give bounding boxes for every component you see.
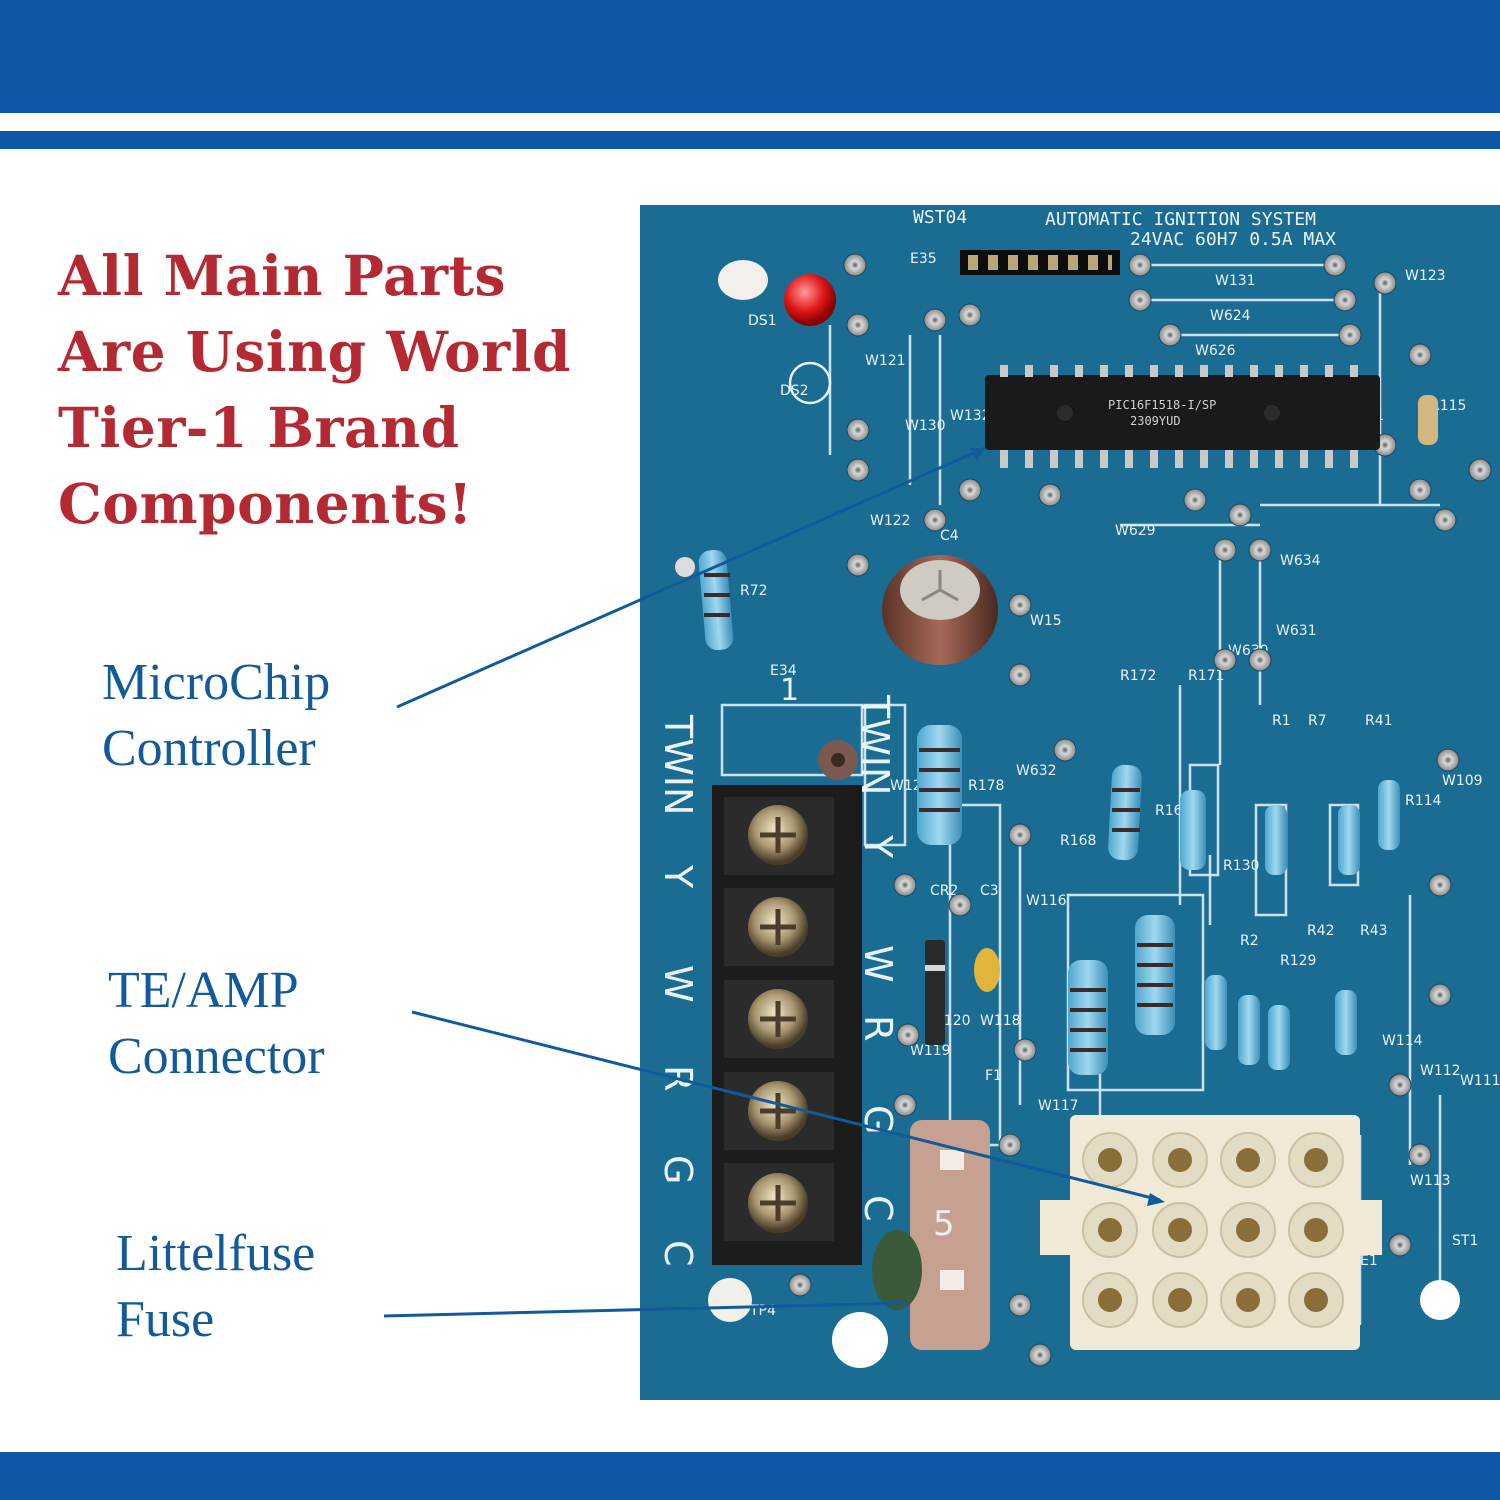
svg-text:W15: W15 bbox=[1030, 613, 1062, 629]
svg-text:W624: W624 bbox=[1210, 308, 1251, 324]
svg-text:E1: E1 bbox=[1360, 1253, 1378, 1269]
svg-text:R172: R172 bbox=[1120, 668, 1156, 684]
svg-text:1: 1 bbox=[780, 673, 799, 708]
svg-text:DS1: DS1 bbox=[748, 313, 777, 329]
svg-text:W629: W629 bbox=[1115, 523, 1156, 539]
terminal-label: G bbox=[656, 1155, 700, 1184]
svg-text:R1: R1 bbox=[1272, 713, 1291, 729]
callout-connector: TE/AMP Connector bbox=[108, 958, 325, 1090]
svg-text:W117: W117 bbox=[1038, 1098, 1079, 1114]
callout-microchip: MicroChip Controller bbox=[102, 650, 330, 782]
top-blue-band bbox=[0, 0, 1500, 113]
circuit-board-drawing: WST04 AUTOMATIC IGNITION SYSTEM 24VAC 60… bbox=[656, 207, 1500, 1368]
svg-text:F1: F1 bbox=[985, 1068, 1002, 1084]
svg-text:W130: W130 bbox=[905, 418, 946, 434]
terminal-label: C bbox=[856, 1195, 900, 1222]
terminal-label: G bbox=[856, 1105, 900, 1134]
svg-text:R43: R43 bbox=[1360, 923, 1388, 939]
circuit-board-photo: WST04 AUTOMATIC IGNITION SYSTEM 24VAC 60… bbox=[640, 205, 1500, 1400]
svg-text:R72: R72 bbox=[740, 583, 768, 599]
chip-part-number: PIC16F1518-I/SP bbox=[1108, 398, 1216, 412]
svg-text:E35: E35 bbox=[910, 251, 937, 267]
terminal-label: W bbox=[856, 945, 900, 983]
svg-text:W634: W634 bbox=[1280, 553, 1321, 569]
svg-text:R7: R7 bbox=[1308, 713, 1327, 729]
callout-line: Littelfuse bbox=[116, 1225, 316, 1282]
svg-text:W121: W121 bbox=[865, 353, 906, 369]
svg-text:R114: R114 bbox=[1405, 793, 1442, 809]
svg-text:TP4: TP4 bbox=[749, 1303, 776, 1319]
svg-text:W116: W116 bbox=[1026, 893, 1067, 909]
svg-text:R41: R41 bbox=[1365, 713, 1393, 729]
svg-text:W631: W631 bbox=[1276, 623, 1317, 639]
callout-line: MicroChip bbox=[102, 654, 331, 711]
svg-text:W132: W132 bbox=[950, 408, 991, 424]
terminal-label: Y bbox=[656, 864, 700, 889]
headline-line: Are Using World bbox=[58, 319, 572, 384]
svg-text:W632: W632 bbox=[1016, 763, 1057, 779]
svg-text:CR2: CR2 bbox=[930, 883, 958, 899]
terminal-label: TWIN bbox=[853, 694, 897, 795]
callout-line: TE/AMP bbox=[108, 962, 299, 1019]
svg-text:R168: R168 bbox=[1060, 833, 1096, 849]
callout-fuse: Littelfuse Fuse bbox=[116, 1221, 315, 1353]
bottom-blue-band bbox=[0, 1452, 1500, 1500]
svg-text:R171: R171 bbox=[1188, 668, 1224, 684]
terminal-label: Y bbox=[856, 834, 900, 859]
svg-text:R178: R178 bbox=[968, 778, 1004, 794]
svg-text:R130: R130 bbox=[1223, 858, 1259, 874]
callout-line: Controller bbox=[102, 720, 316, 777]
board-rating: 24VAC 60H7 0.5A MAX bbox=[1130, 229, 1336, 250]
fuse-rating: 5 bbox=[933, 1204, 955, 1244]
terminal-label: R bbox=[856, 1015, 900, 1041]
headline: All Main Parts Are Using World Tier-1 Br… bbox=[58, 238, 638, 542]
svg-text:W109: W109 bbox=[1442, 773, 1483, 789]
svg-text:W122: W122 bbox=[870, 513, 911, 529]
svg-text:W131: W131 bbox=[1215, 273, 1256, 289]
callout-line: Fuse bbox=[116, 1291, 215, 1348]
svg-text:W123: W123 bbox=[1405, 268, 1446, 284]
svg-text:W119: W119 bbox=[910, 1043, 951, 1059]
svg-text:C4: C4 bbox=[940, 528, 959, 544]
terminal-label: TWIN bbox=[656, 714, 700, 815]
callout-line: Connector bbox=[108, 1028, 325, 1085]
svg-text:R115: R115 bbox=[1430, 398, 1466, 414]
headline-line: Tier-1 Brand bbox=[58, 395, 460, 460]
board-title: AUTOMATIC IGNITION SYSTEM bbox=[1045, 209, 1316, 230]
top-thin-stripe bbox=[0, 131, 1500, 149]
chip-date-code: 2309YUD bbox=[1130, 414, 1181, 428]
terminal-label: C bbox=[656, 1240, 700, 1267]
svg-text:W112: W112 bbox=[1420, 1063, 1461, 1079]
headline-line: Components! bbox=[58, 471, 473, 536]
terminal-label: W bbox=[656, 965, 700, 1003]
svg-text:R129: R129 bbox=[1280, 953, 1316, 969]
svg-text:W114: W114 bbox=[1382, 1033, 1423, 1049]
svg-text:R2: R2 bbox=[1240, 933, 1259, 949]
microchip-controller bbox=[985, 375, 1380, 450]
board-model: WST04 bbox=[913, 207, 967, 228]
svg-text:R42: R42 bbox=[1307, 923, 1335, 939]
terminal-label: R bbox=[656, 1065, 700, 1091]
headline-line: All Main Parts bbox=[58, 243, 507, 308]
svg-text:ST1: ST1 bbox=[1452, 1233, 1478, 1249]
svg-text:W111: W111 bbox=[1460, 1073, 1500, 1089]
svg-text:W118: W118 bbox=[980, 1013, 1021, 1029]
svg-text:DS2: DS2 bbox=[780, 383, 809, 399]
svg-text:C3: C3 bbox=[980, 883, 999, 899]
svg-text:W113: W113 bbox=[1410, 1173, 1451, 1189]
svg-text:W626: W626 bbox=[1195, 343, 1236, 359]
